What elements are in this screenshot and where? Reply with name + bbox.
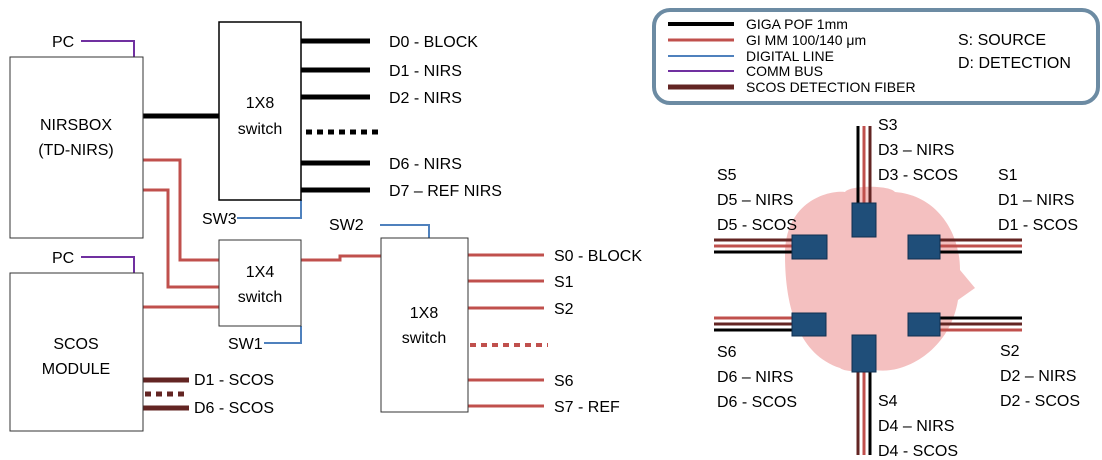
switch-mid-line2: switch [238, 289, 282, 306]
label-d1: D1 - NIRS [389, 63, 462, 80]
probe-s2-line1: D2 – NIRS [1000, 368, 1076, 385]
probe-s1 [907, 234, 941, 260]
probe-s4-line2: D4 - SCOS [878, 443, 958, 460]
label-d0: D0 - BLOCK [389, 34, 478, 51]
fiber-nirsbox-to-1x4-a [143, 158, 219, 262]
legend-label-digital: DIGITAL LINE [746, 48, 834, 64]
probe-s3-name: S3 [878, 117, 898, 134]
connections [81, 38, 548, 411]
probe-s2-name: S2 [1000, 343, 1020, 360]
probe-s6-name: S6 [717, 344, 737, 361]
scos-title: SCOS [53, 336, 98, 353]
label-d7: D7 – REF NIRS [389, 183, 502, 200]
probe-s3-line1: D3 – NIRS [878, 142, 954, 159]
probe-s6-line2: D6 - SCOS [717, 394, 797, 411]
probe-s2-line2: D2 - SCOS [1000, 393, 1080, 410]
switch-src-control-label: SW2 [329, 217, 364, 234]
probe-s5-line1: D5 – NIRS [717, 192, 793, 209]
switch-top-line2: switch [238, 121, 282, 138]
comm-bus-nirsbox [81, 40, 135, 57]
probe-s1-name: S1 [998, 167, 1018, 184]
switch-top-control-label: SW3 [202, 211, 237, 228]
label-s2: S2 [554, 301, 574, 318]
switch-top-line1: 1X8 [246, 95, 275, 112]
switch-src-line1: 1X8 [410, 305, 439, 322]
scos-pc-label: PC [52, 250, 74, 267]
switch-top-box [218, 21, 302, 201]
probe-s3 [851, 202, 877, 238]
probe-s6 [791, 312, 827, 337]
probe-s4-name: S4 [878, 393, 898, 410]
switch-src: 1X8 switch SW2 S0 - BLOCK S1 S2 S6 S7 - … [329, 217, 642, 416]
probe-s5 [791, 234, 828, 260]
label-s6: S6 [554, 373, 574, 390]
label-s0: S0 - BLOCK [554, 248, 642, 265]
label-s1: S1 [554, 274, 574, 291]
legend-frame [652, 8, 1100, 105]
switch-top: 1X8 switch SW3 D0 - BLOCK D1 - NIRS D2 -… [202, 21, 502, 228]
fiber-1x4-to-switch-src [301, 254, 381, 262]
scos-d1-label: D1 - SCOS [194, 372, 274, 389]
label-s7: S7 - REF [554, 399, 620, 416]
probe-s2 [907, 312, 941, 337]
switch-mid-control-label: SW1 [228, 336, 263, 353]
legend-label-scos: SCOS DETECTION FIBER [746, 79, 916, 95]
probe-s4-line1: D4 – NIRS [878, 418, 954, 435]
digital-line-sw3 [237, 200, 302, 219]
probe-s1-line1: D1 – NIRS [998, 192, 1074, 209]
label-d2: D2 - NIRS [389, 90, 462, 107]
digital-line-sw2 [380, 224, 430, 238]
legend: GIGA POF 1mm GI MM 100/140 μm DIGITAL LI… [652, 8, 1100, 105]
legend-label-giga-pof: GIGA POF 1mm [746, 16, 848, 32]
legend-key-source: S: SOURCE [958, 32, 1046, 49]
probe-s5-line2: D5 - SCOS [717, 217, 797, 234]
probe-s1-line2: D1 - SCOS [998, 217, 1078, 234]
switch-mid: 1X4 switch SW1 [218, 239, 302, 353]
comm-bus-scos [81, 256, 135, 273]
nirsbox-subtitle: (TD-NIRS) [38, 142, 114, 159]
switch-mid-line1: 1X4 [246, 264, 275, 281]
probe-s4 [851, 334, 877, 373]
head-probe-layout: S3 D3 – NIRS D3 - SCOS S5 D5 – NIRS D5 -… [714, 117, 1080, 460]
nirsbox-box [9, 56, 144, 239]
nirsbox-pc-label: PC [52, 34, 74, 51]
probe-s5-name: S5 [717, 167, 737, 184]
switch-mid-box [218, 239, 302, 327]
fiber-nirsbox-to-1x4-b [143, 188, 219, 289]
switch-src-line2: switch [402, 330, 446, 347]
scos-module: SCOS MODULE PC D1 - SCOS D6 - SCOS [9, 250, 274, 432]
scos-module-box [9, 272, 144, 432]
switch-src-box [380, 237, 469, 413]
nirsbox: NIRSBOX (TD-NIRS) PC [9, 34, 144, 239]
scos-subtitle: MODULE [42, 361, 110, 378]
probe-s3-line2: D3 - SCOS [878, 167, 958, 184]
legend-label-comm: COMM BUS [746, 63, 823, 79]
probe-s6-line1: D6 – NIRS [717, 369, 793, 386]
scos-d6-label: D6 - SCOS [194, 400, 274, 417]
digital-line-sw1 [264, 326, 302, 344]
legend-key-detection: D: DETECTION [958, 55, 1071, 72]
label-d6: D6 - NIRS [389, 156, 462, 173]
head-outline [785, 186, 975, 372]
legend-label-gi-mm: GI MM 100/140 μm [746, 32, 866, 48]
nirsbox-title: NIRSBOX [40, 117, 112, 134]
